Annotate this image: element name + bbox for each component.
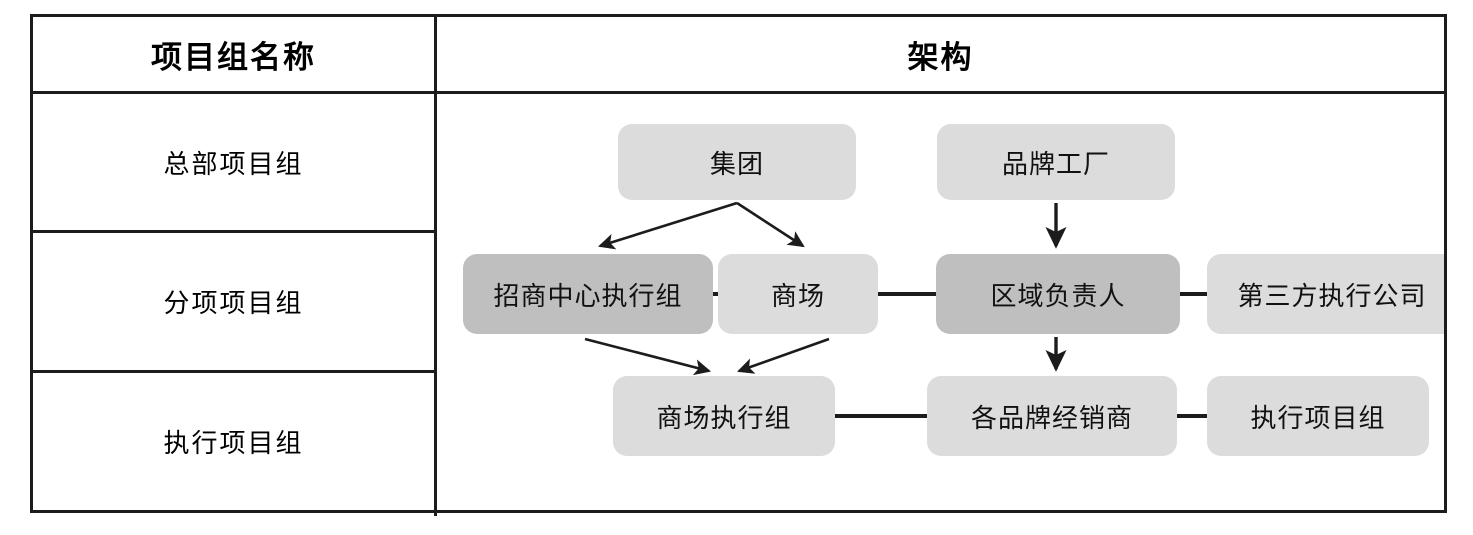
edge-group-to-mall bbox=[736, 201, 805, 248]
header-project-team-name: 项目组名称 bbox=[151, 39, 316, 75]
header-divider bbox=[33, 91, 1444, 94]
row-label-headquarters-team: 总部项目组 bbox=[163, 149, 304, 179]
row-label-subproject-team: 分项项目组 bbox=[163, 289, 304, 318]
connector-layer bbox=[584, 201, 1207, 418]
node-brand-dealers[interactable]: 各品牌经销商 bbox=[927, 376, 1177, 456]
node-mall[interactable]: 商场 bbox=[718, 254, 878, 334]
row-divider-1 bbox=[33, 230, 434, 233]
edge-mall-to-mall-exec bbox=[737, 337, 830, 374]
column-divider bbox=[434, 17, 437, 516]
node-brand-factory[interactable]: 品牌工厂 bbox=[937, 124, 1175, 200]
node-mall-exec-team[interactable]: 商场执行组 bbox=[613, 376, 835, 456]
edge-investment-center-to-mall-exec bbox=[584, 337, 712, 376]
node-third-party-company[interactable]: 第三方执行公司 bbox=[1207, 254, 1444, 334]
edge-group-to-investment-center bbox=[598, 201, 738, 250]
row-label-execution-team: 执行项目组 bbox=[163, 429, 304, 458]
row-divider-2 bbox=[33, 370, 434, 373]
org-structure-table: 项目组名称 架构 总部项目组 分项项目组 执行项目组 bbox=[30, 14, 1447, 516]
node-group[interactable]: 集团 bbox=[618, 124, 856, 200]
header-structure: 架构 bbox=[907, 39, 974, 75]
node-regional-manager[interactable]: 区域负责人 bbox=[936, 254, 1180, 334]
node-exec-project-team[interactable]: 执行项目组 bbox=[1207, 376, 1429, 456]
org-chart-diagram: 集团 品牌工厂 招商中心执行组 商场 区域负责人 第三方执行公司 商场执行组 各… bbox=[437, 94, 1444, 510]
node-investment-center-exec-team[interactable]: 招商中心执行组 bbox=[463, 254, 713, 334]
